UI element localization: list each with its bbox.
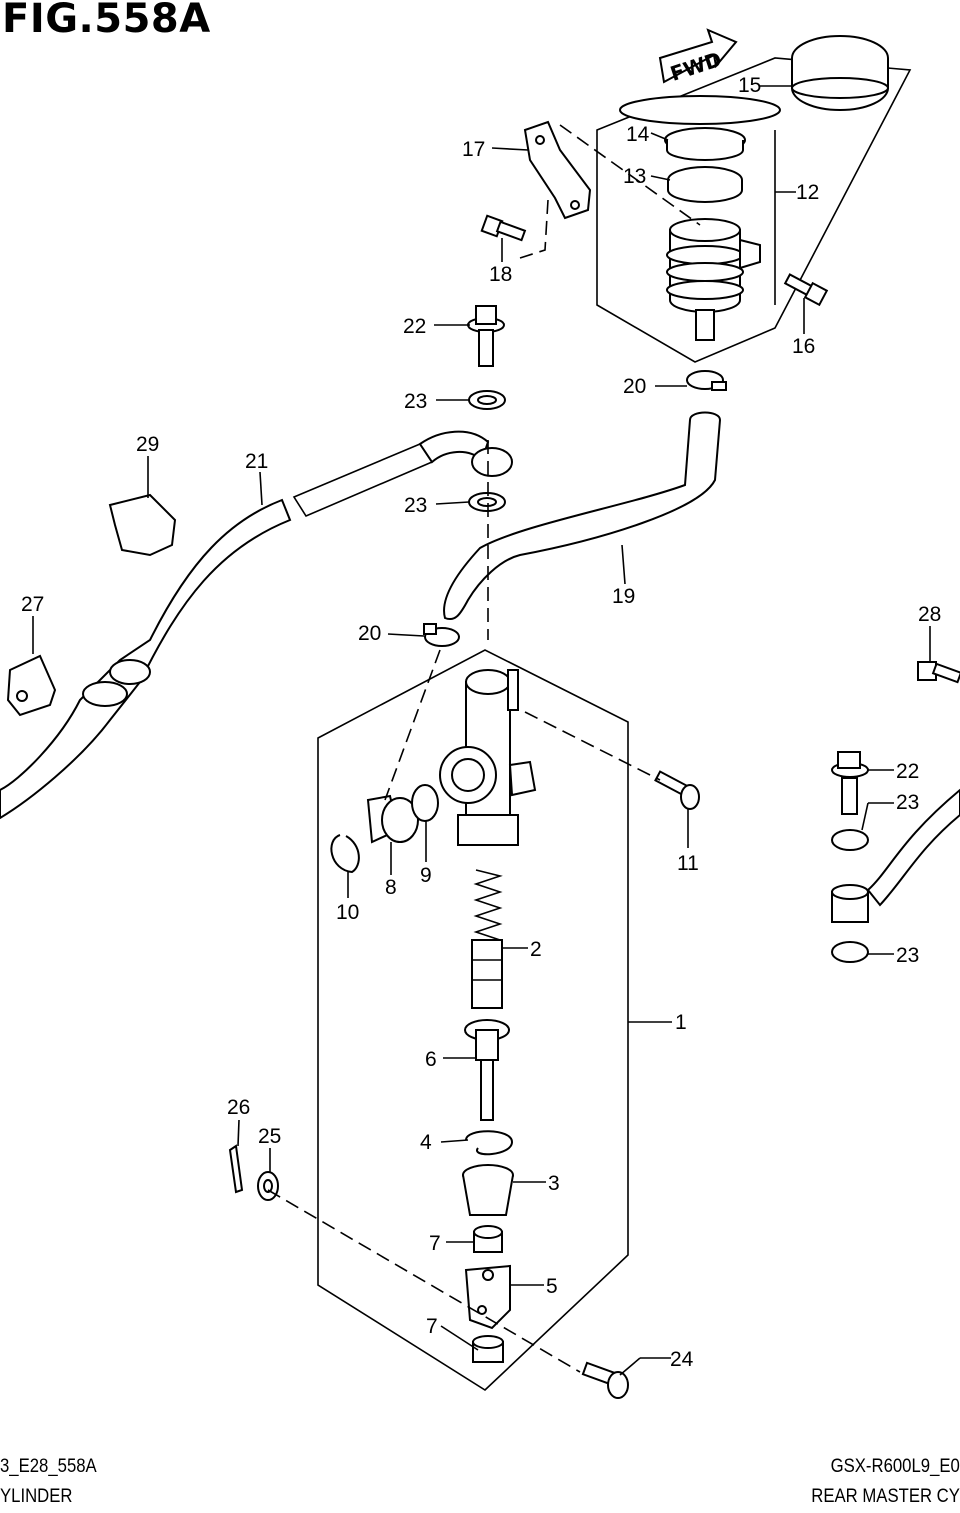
- hose-guide-27: [6, 654, 57, 717]
- callout-labels: 1 2 3 4 5 6 7 7 8 9 10 11 12 13 14 15 16…: [21, 74, 941, 1371]
- footer-left-caption: YLINDER: [0, 1486, 73, 1507]
- pushrod-6: [464, 1019, 510, 1121]
- callout-1: 1: [675, 1011, 687, 1034]
- callout-19: 19: [612, 585, 635, 608]
- callout-7-lower: 7: [426, 1315, 438, 1338]
- callout-2: 2: [530, 938, 542, 961]
- banjo-bolt-right: [831, 751, 869, 815]
- callout-14: 14: [626, 123, 650, 146]
- callout-23-right-b: 23: [896, 944, 919, 967]
- callout-20-top: 20: [623, 375, 646, 398]
- washer-23-right-a: [831, 829, 869, 851]
- callout-8: 8: [385, 876, 397, 899]
- diaphragm: [664, 127, 746, 161]
- hose-clip-29: [108, 493, 177, 557]
- footer-right-caption: REAR MASTER CY: [811, 1486, 960, 1507]
- washer-23-right-b: [831, 941, 869, 963]
- callout-21: 21: [245, 450, 268, 473]
- callout-7-upper: 7: [429, 1232, 441, 1255]
- callout-11: 11: [677, 852, 699, 875]
- callout-23-b: 23: [404, 494, 427, 517]
- callout-29: 29: [136, 433, 159, 456]
- footer-left-code: 3_E28_558A: [0, 1456, 97, 1477]
- master-cylinder-body: [439, 669, 537, 846]
- callout-22-top: 22: [403, 315, 426, 338]
- callout-20-bottom: 20: [358, 622, 381, 645]
- callout-25: 25: [258, 1125, 281, 1148]
- figure-title: FIG.558A: [2, 0, 211, 42]
- circlip-4: [465, 1130, 514, 1156]
- callout-6: 6: [425, 1048, 437, 1071]
- boot-3: [462, 1164, 514, 1216]
- reservoir-cap: [791, 35, 889, 111]
- callout-5: 5: [546, 1275, 558, 1298]
- bracket-17: [523, 120, 592, 220]
- hose-joint-8: [366, 794, 419, 844]
- banjo-bolt-top: [467, 305, 505, 367]
- callout-13: 13: [623, 165, 646, 188]
- callout-17: 17: [462, 138, 485, 161]
- circlip-10: [330, 834, 360, 874]
- hose-clamp-20-bottom: [423, 623, 460, 647]
- callout-16: 16: [792, 335, 815, 358]
- master-cylinder-group-outline: [317, 649, 629, 1392]
- banjo-fitting-right: [831, 788, 960, 923]
- fwd-arrow-icon: FWD: [658, 28, 738, 86]
- piston-spring-2: [471, 869, 503, 1009]
- callout-12: 12: [796, 181, 819, 204]
- washer-25: [257, 1171, 279, 1201]
- leader-lines: [32, 85, 931, 1376]
- callout-27: 27: [21, 593, 44, 616]
- callout-10: 10: [336, 901, 359, 924]
- footer-right-code: GSX-R600L9_E0: [830, 1456, 960, 1477]
- bolt-28: [917, 661, 960, 684]
- callout-24: 24: [670, 1348, 694, 1371]
- o-ring-9: [411, 784, 439, 822]
- callout-4: 4: [420, 1131, 432, 1154]
- reservoir-plate: [667, 166, 743, 203]
- hose-clamp-20-top: [686, 370, 727, 391]
- clevis-pin-24: [581, 1361, 629, 1399]
- screw-11: [654, 770, 700, 810]
- reservoir-group-outline: [596, 57, 912, 363]
- screw-16: [783, 273, 829, 307]
- brake-hose-21: [0, 430, 513, 820]
- nut-7-lower: [472, 1335, 504, 1363]
- callout-28: 28: [918, 603, 941, 626]
- callout-26: 26: [227, 1096, 250, 1119]
- washer-23-a: [468, 390, 506, 410]
- cotter-pin-26: [228, 1144, 244, 1194]
- washer-23-b: [468, 492, 506, 512]
- nut-7-upper: [473, 1225, 503, 1253]
- reservoir-body: [666, 218, 761, 341]
- callout-22-right: 22: [896, 760, 919, 783]
- callout-18: 18: [489, 263, 512, 286]
- bolt-18: [480, 214, 527, 242]
- diaphragm-plate: [619, 95, 781, 125]
- callout-3: 3: [548, 1172, 560, 1195]
- callout-23-right-a: 23: [896, 791, 919, 814]
- callout-15: 15: [738, 74, 761, 97]
- callout-23-a: 23: [404, 390, 427, 413]
- reservoir-hose-19: [443, 411, 722, 620]
- callout-9: 9: [420, 864, 432, 887]
